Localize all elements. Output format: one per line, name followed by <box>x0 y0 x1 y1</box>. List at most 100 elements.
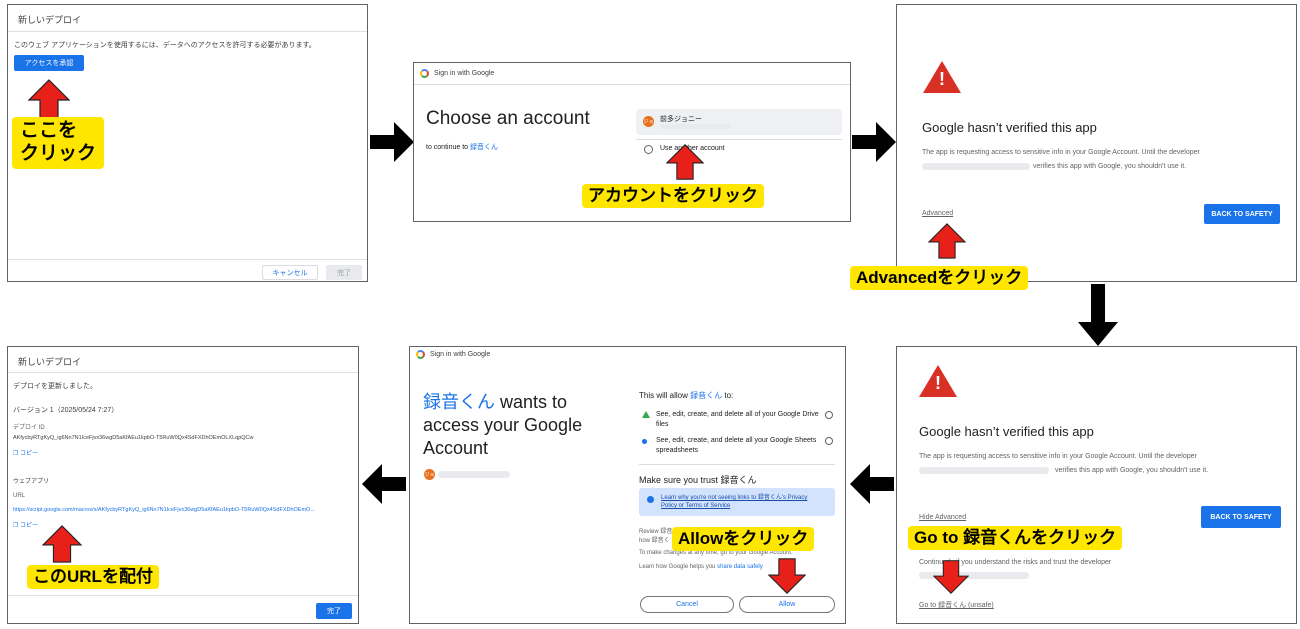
flow-arrow-icon <box>362 464 406 504</box>
flow-arrow-icon <box>852 122 896 162</box>
unverified-heading: Google hasn’t verified this app <box>922 120 1097 135</box>
header-label: Sign in with Google <box>430 350 491 358</box>
permission-text: See, edit, create, and delete all your G… <box>656 437 817 444</box>
red-pointer-arrow-icon <box>768 558 806 594</box>
cancel-button[interactable]: Cancel <box>640 596 734 613</box>
permission-text: See, edit, create, and delete all of you… <box>656 411 819 418</box>
review-line: Review 録音 <box>639 529 673 535</box>
divider <box>8 595 358 596</box>
deploy-id-value: AKfycbyRTgKyQ_ig6Nn7N1IceFjvx36wgD5aKfAE… <box>13 435 254 441</box>
flow-arrow-icon <box>850 464 894 504</box>
cancel-button[interactable]: キャンセル <box>262 265 318 280</box>
consent-heading: 録音くん wants to access your Google Account <box>423 391 582 460</box>
use-another-account-row[interactable]: Use another account <box>636 141 842 159</box>
allow-button[interactable]: Allow <box>739 596 835 613</box>
trust-title: Make sure you trust 録音くん <box>639 475 757 485</box>
heading-part: access your Google <box>423 415 583 435</box>
warning-icon: ! <box>923 61 961 93</box>
webapp-label: ウェブアプリ <box>13 479 50 485</box>
permission-line: See, edit, create, and delete all your G… <box>656 436 816 456</box>
copy-label: コピー <box>20 523 39 529</box>
callout-line: ここを <box>20 120 78 141</box>
review-line: how 録音く <box>639 538 670 544</box>
update-message: デプロイを更新しました。 <box>13 383 97 390</box>
redacted-email <box>660 124 730 129</box>
share-data-link[interactable]: share data safely <box>717 564 763 570</box>
instruction-callout: アカウントをクリック <box>582 184 764 209</box>
changes-text: To make changes at any time, go to your … <box>639 550 793 556</box>
account-row[interactable]: ジョ 前多ジョニー <box>636 109 842 135</box>
avatar: ジョ <box>643 116 654 127</box>
back-to-safety-button[interactable]: BACK TO SAFETY <box>1204 204 1280 224</box>
continue-warning-text: Continu nly if you understand the risks … <box>919 559 1112 566</box>
flow-arrow-icon <box>1078 284 1118 346</box>
divider <box>8 372 358 373</box>
divider <box>8 31 367 32</box>
dialog-title: 新しいデプロイ <box>18 357 82 367</box>
version-label: バージョン 1（2025/05/24 7:27） <box>13 407 119 414</box>
done-button[interactable]: 完了 <box>316 603 352 619</box>
learn-text: Learn how Google helps you share data sa… <box>639 564 763 570</box>
allow-title-suffix: to: <box>724 391 734 400</box>
allow-title-prefix: This will allow <box>639 391 688 400</box>
app-name: 録音くん <box>423 392 495 412</box>
done-button[interactable]: 完了 <box>326 265 362 280</box>
google-signin-header: Sign in with Google <box>414 63 850 85</box>
authorize-access-button[interactable]: アクセスを承認 <box>14 55 84 71</box>
instruction-callout: Allowをクリック <box>672 527 815 552</box>
redacted-developer <box>919 467 1049 474</box>
user-circle-icon <box>644 145 653 154</box>
header-label: Sign in with Google <box>434 70 495 77</box>
back-to-safety-button[interactable]: BACK TO SAFETY <box>1201 506 1281 528</box>
deploy-id-label: デプロイ ID <box>13 425 45 431</box>
permission-text: files <box>656 421 669 428</box>
panel-consent: Sign in with Google 録音くん wants to access… <box>409 346 846 624</box>
divider <box>636 139 842 140</box>
red-pointer-arrow-icon <box>933 560 969 595</box>
panel-unverified-app-advanced: ! Google hasn’t verified this app The ap… <box>896 346 1297 624</box>
dialog-message: このウェブ アプリケーションを使用するには、データへのアクセスを許可する必要があ… <box>14 42 316 49</box>
instruction-callout: このURLを配付 <box>27 565 159 590</box>
instruction-callout: Go to 録音くんをクリック <box>908 526 1123 551</box>
google-signin-header: Sign in with Google <box>410 347 845 361</box>
redacted-email <box>438 471 510 478</box>
go-to-unsafe-link[interactable]: Go to 録音くん (unsafe) <box>919 602 994 609</box>
redacted-developer <box>922 163 1030 170</box>
callout-line: クリック <box>20 142 97 164</box>
unverified-heading: Google hasn’t verified this app <box>919 424 1094 439</box>
panel-unverified-app: ! Google hasn’t verified this app The ap… <box>896 4 1297 282</box>
google-logo-icon <box>420 69 429 78</box>
webapp-url-link[interactable]: https://script.google.com/macros/s/AKfyc… <box>13 507 315 513</box>
dialog-title: 新しいデプロイ <box>18 15 82 25</box>
info-icon[interactable] <box>825 411 833 419</box>
warning-body-line: The app is requesting access to sensitiv… <box>919 453 1197 460</box>
warning-body-line: The app is requesting access to sensitiv… <box>922 149 1200 156</box>
advanced-link[interactable]: Advanced <box>922 210 954 217</box>
panel-deploy-result: 新しいデプロイ デプロイを更新しました。 バージョン 1（2025/05/24 … <box>7 346 359 624</box>
copy-deploy-id-button[interactable]: ❐ コピー <box>13 448 38 457</box>
info-icon <box>647 496 654 503</box>
info-link[interactable]: Learn why you're not seeing links to 録音く… <box>661 494 807 510</box>
app-name-link[interactable]: 録音くん <box>469 144 498 151</box>
hide-advanced-link[interactable]: Hide Advanced <box>919 514 967 521</box>
heading-part: Account <box>423 438 489 458</box>
url-label: URL <box>13 493 26 499</box>
redacted-developer <box>919 572 1029 579</box>
flow-arrow-icon <box>370 122 414 162</box>
copy-label: コピー <box>20 451 39 457</box>
allow-title: This will allow 録音くん to: <box>639 390 733 401</box>
avatar: ジョ <box>424 469 435 480</box>
permission-line: See, edit, create, and delete all of you… <box>656 410 819 430</box>
drive-icon <box>642 411 650 418</box>
divider <box>8 259 367 260</box>
instruction-callout: ここを クリック <box>12 117 105 169</box>
review-text: Review 録音 how 録音く <box>639 528 672 546</box>
panel-choose-account: Sign in with Google Choose an account to… <box>413 62 851 222</box>
copy-icon: ❐ <box>13 451 21 457</box>
warning-body-line: verifies this app with Google, you shoul… <box>1033 163 1187 170</box>
red-pointer-arrow-icon <box>928 223 966 259</box>
copy-url-button[interactable]: ❐ コピー <box>13 520 38 529</box>
continue-to-text: to continue to 録音くん <box>426 142 498 152</box>
permission-text: spreadsheets <box>656 447 699 454</box>
info-icon[interactable] <box>825 437 833 445</box>
